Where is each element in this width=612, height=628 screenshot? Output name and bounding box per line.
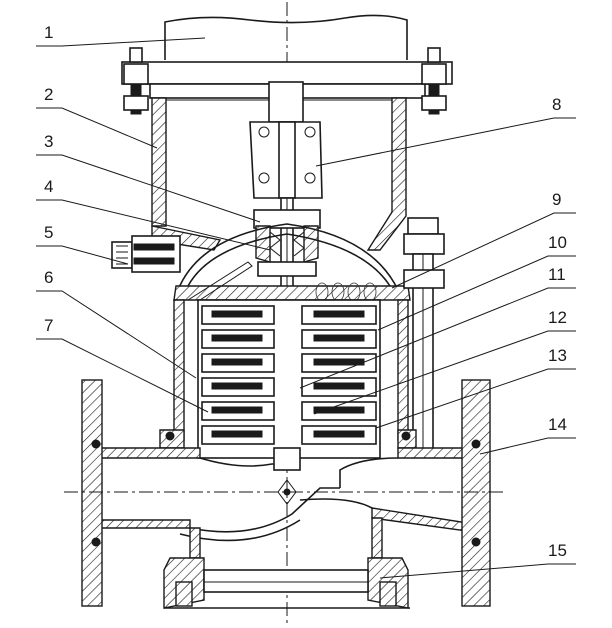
leader-line-5 (36, 245, 129, 265)
callout-label-9: 9 (552, 190, 561, 209)
coupling (249, 81, 323, 199)
callout-label-11: 11 (548, 265, 566, 284)
leader-line-2 (36, 107, 158, 149)
stages (201, 305, 377, 445)
stage (201, 425, 377, 445)
callout-1: 1 (36, 23, 206, 47)
callout-label-1: 1 (44, 23, 53, 42)
leader-line-9 (391, 212, 576, 289)
motor (164, 14, 408, 60)
leader-line-13 (375, 368, 576, 429)
vent-plug (111, 235, 181, 273)
callout-label-7: 7 (44, 316, 53, 335)
stage (201, 329, 377, 349)
pipe-flanges (81, 379, 491, 607)
pump-head (173, 223, 411, 302)
callout-12: 12 (313, 308, 576, 415)
callout-label-4: 4 (44, 177, 53, 196)
callout-5: 5 (36, 223, 129, 265)
motor-bracket (151, 97, 407, 251)
stage (201, 353, 377, 373)
callout-label-2: 2 (44, 85, 53, 104)
callout-8: 8 (315, 95, 576, 167)
callout-11: 11 (299, 265, 576, 389)
callout-4: 4 (36, 177, 271, 251)
callout-label-15: 15 (548, 541, 567, 560)
stage (201, 377, 377, 397)
callout-label-10: 10 (548, 233, 567, 252)
callout-6: 6 (36, 268, 197, 379)
callout-label-12: 12 (548, 308, 567, 327)
callout-15: 15 (379, 541, 576, 579)
callout-13: 13 (375, 346, 576, 429)
leader-line-8 (315, 117, 576, 167)
callout-label-5: 5 (44, 223, 53, 242)
callout-7: 7 (36, 316, 209, 413)
leader-line-11 (299, 287, 576, 389)
callout-label-14: 14 (548, 415, 567, 434)
callout-10: 10 (377, 233, 576, 331)
leader-line-4 (36, 199, 271, 251)
pump-foot (163, 557, 410, 609)
mechanical-seal (253, 209, 321, 277)
callout-9: 9 (391, 190, 576, 289)
callout-label-6: 6 (44, 268, 53, 287)
tie-bolt (403, 217, 445, 451)
leader-line-7 (36, 338, 209, 413)
callout-label-8: 8 (552, 95, 561, 114)
stage (201, 305, 377, 325)
leader-line-3 (36, 154, 261, 223)
leader-line-12 (313, 330, 576, 415)
impeller-nut (273, 447, 301, 505)
leader-line-14 (479, 437, 576, 455)
leader-line-15 (379, 563, 576, 579)
callout-label-13: 13 (548, 346, 567, 365)
leader-line-1 (36, 37, 206, 47)
callout-14: 14 (479, 415, 576, 455)
callout-2: 2 (36, 85, 158, 149)
leader-line-10 (377, 255, 576, 331)
stage (201, 401, 377, 421)
callout-label-3: 3 (44, 132, 53, 151)
leader-line-6 (36, 290, 197, 379)
callout-3: 3 (36, 132, 261, 223)
